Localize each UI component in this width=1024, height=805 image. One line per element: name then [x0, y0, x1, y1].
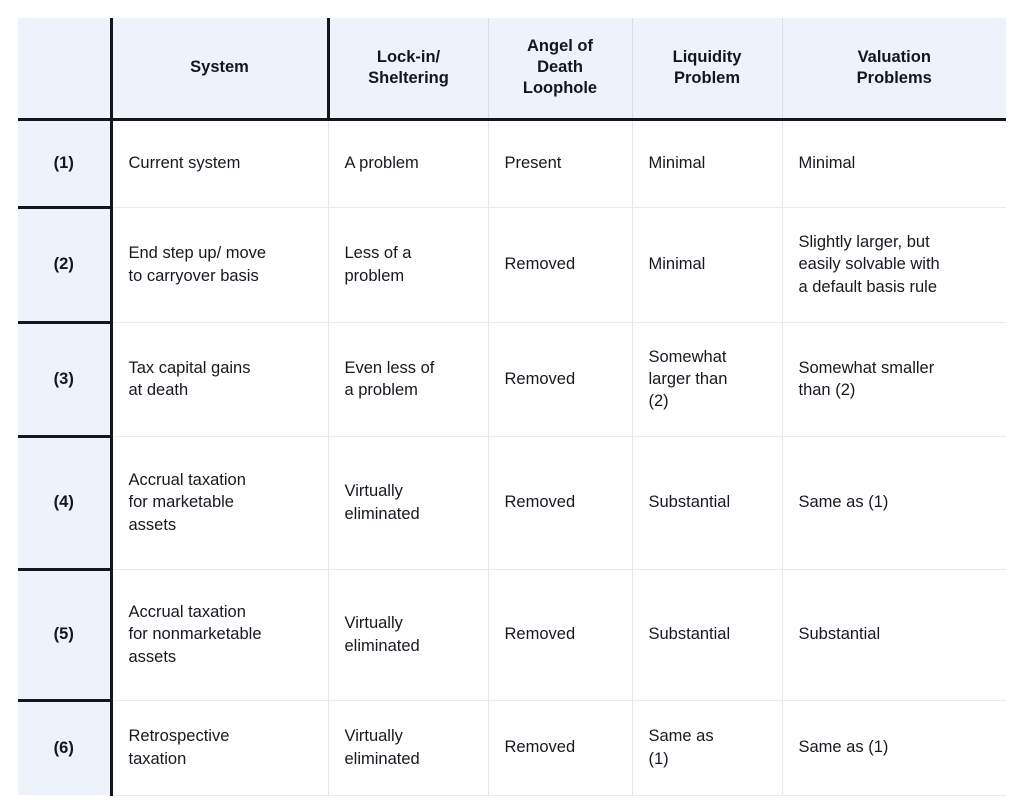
cell-system: Retrospective taxation	[111, 700, 329, 796]
cell-valuation-text: Substantial	[798, 625, 881, 644]
cell-system-text: Tax capital gains at death	[128, 358, 251, 399]
column-header-system-label: System	[190, 58, 249, 77]
cell-liquidity: Substantial	[632, 436, 783, 570]
cell-liquidity-text: Minimal	[648, 255, 706, 274]
comparison-table-container: System Lock-in/ Sheltering Angel of Deat…	[18, 18, 1006, 796]
cell-system: Tax capital gains at death	[111, 322, 329, 437]
column-header-valuation-problems-label: Valuation Problems	[856, 47, 932, 87]
row-label-text: (4)	[53, 493, 74, 511]
cell-liquidity-text: Substantial	[648, 493, 731, 512]
cell-system-text: Retrospective taxation	[128, 727, 230, 768]
cell-liquidity: Same as (1)	[632, 700, 783, 796]
cell-angel: Removed	[488, 569, 633, 701]
row-label-text: (1)	[53, 153, 74, 172]
cell-lockin-text: Virtually eliminated	[344, 614, 420, 655]
cell-valuation-text: Same as (1)	[798, 493, 889, 512]
cell-system-text: End step up/ move to carryover basis	[128, 244, 267, 285]
column-header-liquidity-problem: Liquidity Problem	[632, 18, 783, 121]
cell-lockin-text: A problem	[344, 154, 419, 173]
cell-valuation-text: Slightly larger, but easily solvable wit…	[798, 233, 940, 296]
cell-liquidity: Substantial	[632, 569, 783, 701]
cell-valuation-text: Somewhat smaller than (2)	[798, 358, 935, 399]
cell-lockin: Virtually eliminated	[328, 436, 489, 570]
column-header-valuation-problems: Valuation Problems	[782, 18, 1006, 121]
cell-angel-text: Removed	[504, 255, 576, 274]
table-header: System Lock-in/ Sheltering Angel of Deat…	[18, 18, 1006, 121]
row-label-text: (2)	[53, 255, 74, 273]
cell-valuation: Same as (1)	[782, 436, 1006, 570]
cell-system: Current system	[111, 119, 329, 208]
row-label: (5)	[18, 569, 113, 702]
column-header-system: System	[111, 18, 330, 121]
cell-lockin-text: Less of a problem	[344, 244, 412, 285]
cell-liquidity-text: Minimal	[648, 154, 706, 173]
cell-system-text: Current system	[128, 154, 241, 173]
cell-angel-text: Removed	[504, 493, 576, 512]
table-row: (3) Tax capital gains at death Even less…	[18, 322, 1006, 438]
table-header-row: System Lock-in/ Sheltering Angel of Deat…	[18, 18, 1006, 121]
cell-liquidity: Minimal	[632, 207, 783, 323]
table-body: (1) Current system A problem Present Min…	[18, 119, 1006, 796]
cell-valuation-text: Minimal	[798, 154, 856, 173]
cell-system-text: Accrual taxation for nonmarketable asset…	[128, 603, 262, 666]
cell-valuation: Somewhat smaller than (2)	[782, 322, 1006, 437]
row-label: (4)	[18, 436, 113, 571]
cell-liquidity-text: Substantial	[648, 625, 731, 644]
cell-lockin: Even less of a problem	[328, 322, 489, 437]
column-header-lock-in-sheltering: Lock-in/ Sheltering	[328, 18, 489, 121]
cell-valuation-text: Same as (1)	[798, 738, 889, 757]
row-label: (6)	[18, 700, 113, 795]
table-row: (5) Accrual taxation for nonmarketable a…	[18, 569, 1006, 702]
cell-valuation: Minimal	[782, 119, 1006, 208]
cell-lockin: A problem	[328, 119, 489, 208]
row-label: (3)	[18, 322, 113, 438]
cell-valuation: Slightly larger, but easily solvable wit…	[782, 207, 1006, 323]
cell-liquidity: Minimal	[632, 119, 783, 208]
table-row: (6) Retrospective taxation Virtually eli…	[18, 700, 1006, 796]
cell-angel-text: Removed	[504, 625, 576, 644]
cell-angel: Removed	[488, 322, 633, 437]
table-row: (2) End step up/ move to carryover basis…	[18, 207, 1006, 324]
cell-angel-text: Present	[504, 154, 562, 173]
row-label: (1)	[18, 119, 113, 209]
table-row: (4) Accrual taxation for marketable asse…	[18, 436, 1006, 571]
cell-angel: Present	[488, 119, 633, 208]
column-header-lock-in-sheltering-label: Lock-in/ Sheltering	[368, 47, 449, 87]
cell-lockin: Virtually eliminated	[328, 569, 489, 701]
cell-system: Accrual taxation for nonmarketable asset…	[111, 569, 329, 701]
cell-liquidity-text: Same as (1)	[648, 727, 714, 768]
cell-system: End step up/ move to carryover basis	[111, 207, 329, 323]
cell-lockin: Less of a problem	[328, 207, 489, 323]
table-row: (1) Current system A problem Present Min…	[18, 119, 1006, 209]
cell-lockin-text: Even less of a problem	[344, 358, 435, 399]
comparison-table: System Lock-in/ Sheltering Angel of Deat…	[18, 18, 1006, 796]
cell-lockin-text: Virtually eliminated	[344, 727, 420, 768]
cell-liquidity: Somewhat larger than (2)	[632, 322, 783, 437]
cell-angel: Removed	[488, 207, 633, 323]
cell-valuation: Substantial	[782, 569, 1006, 701]
cell-angel: Removed	[488, 436, 633, 570]
column-header-liquidity-problem-label: Liquidity Problem	[672, 47, 742, 87]
column-header-angel-of-death-loophole-label: Angel of Death Loophole	[522, 37, 598, 98]
cell-angel-text: Removed	[504, 369, 576, 388]
cell-liquidity-text: Somewhat larger than (2)	[648, 347, 728, 411]
cell-lockin-text: Virtually eliminated	[344, 482, 420, 523]
row-label-text: (6)	[53, 738, 74, 757]
cell-system-text: Accrual taxation for marketable assets	[128, 471, 246, 534]
column-header-angel-of-death-loophole: Angel of Death Loophole	[488, 18, 633, 121]
row-label-text: (3)	[53, 369, 74, 388]
cell-valuation: Same as (1)	[782, 700, 1006, 796]
cell-angel-text: Removed	[504, 738, 576, 757]
row-label: (2)	[18, 207, 113, 324]
row-label-text: (5)	[53, 625, 74, 643]
column-header-corner	[18, 18, 113, 121]
cell-lockin: Virtually eliminated	[328, 700, 489, 796]
cell-angel: Removed	[488, 700, 633, 796]
cell-system: Accrual taxation for marketable assets	[111, 436, 329, 570]
